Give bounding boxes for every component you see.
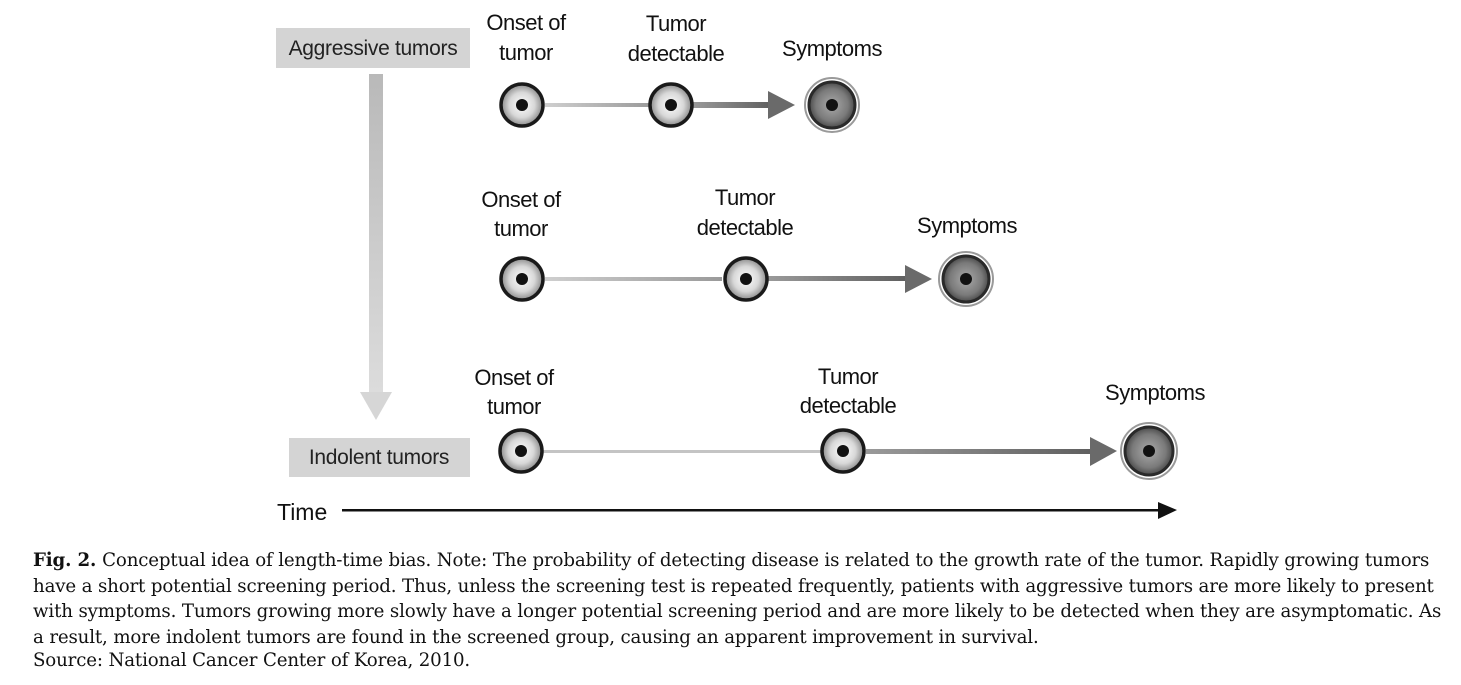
symptoms-cell	[804, 77, 860, 133]
symptoms-label: Symptoms	[782, 36, 882, 61]
onset-cell	[499, 256, 545, 302]
timeline-row-indolent: Onset of tumor Tumor detectable Symptoms	[474, 364, 1206, 480]
symptoms-label: Symptoms	[1105, 380, 1205, 405]
detectable-line	[692, 102, 772, 108]
onset-label-line1: Onset of	[481, 187, 562, 212]
caption-source: Source: National Cancer Center of Korea,…	[33, 650, 471, 671]
onset-label-line2: tumor	[499, 40, 553, 65]
arrow-head	[1090, 437, 1117, 466]
figure-caption: Fig. 2.Conceptual idea of length-time bi…	[33, 548, 1453, 672]
vertical-arrow	[360, 74, 392, 420]
time-line	[342, 509, 1160, 512]
length-time-bias-diagram: Aggressive tumors Indolent tumors Onset …	[276, 10, 1206, 525]
preclinical-line	[545, 277, 722, 281]
detectable-line	[866, 449, 1093, 454]
detectable-line	[768, 276, 908, 281]
onset-cell	[498, 428, 544, 474]
indolent-tumors-label: Indolent tumors	[309, 446, 449, 469]
detectable-cell	[648, 82, 694, 128]
indolent-tumors-tag: Indolent tumors	[289, 438, 470, 477]
onset-label-line2: tumor	[494, 216, 548, 241]
onset-label-line1: Onset of	[486, 10, 567, 35]
arrow-head	[768, 91, 795, 119]
detectable-label-line1: Tumor	[646, 11, 706, 36]
detectable-label-line2: detectable	[800, 393, 897, 418]
onset-cell	[499, 82, 545, 128]
onset-label-line1: Onset of	[474, 365, 555, 390]
detectable-label-line1: Tumor	[818, 364, 878, 389]
figure-number: Fig. 2.	[33, 550, 97, 571]
symptoms-cell	[938, 251, 994, 307]
time-arrow-head	[1158, 502, 1177, 519]
preclinical-line	[545, 103, 652, 107]
time-label: Time	[277, 499, 327, 525]
aggressive-tumors-tag: Aggressive tumors	[276, 28, 470, 68]
timeline-row-aggressive: Onset of tumor Tumor detectable Symptoms	[486, 10, 883, 133]
detectable-label-line2: detectable	[628, 41, 725, 66]
aggressive-tumors-label: Aggressive tumors	[289, 37, 458, 60]
time-axis: Time	[277, 499, 1177, 525]
symptoms-label: Symptoms	[917, 213, 1017, 238]
arrow-head	[905, 265, 932, 293]
caption-text: Conceptual idea of length-time bias. Not…	[33, 550, 1442, 648]
detectable-cell	[820, 428, 866, 474]
detectable-cell	[723, 256, 769, 302]
detectable-label-line2: detectable	[697, 215, 794, 240]
onset-label-line2: tumor	[487, 394, 541, 419]
symptoms-cell	[1120, 422, 1178, 480]
timeline-row-intermediate: Onset of tumor Tumor detectable Symptoms	[481, 185, 1018, 307]
preclinical-line	[543, 450, 821, 453]
detectable-label-line1: Tumor	[715, 185, 775, 210]
